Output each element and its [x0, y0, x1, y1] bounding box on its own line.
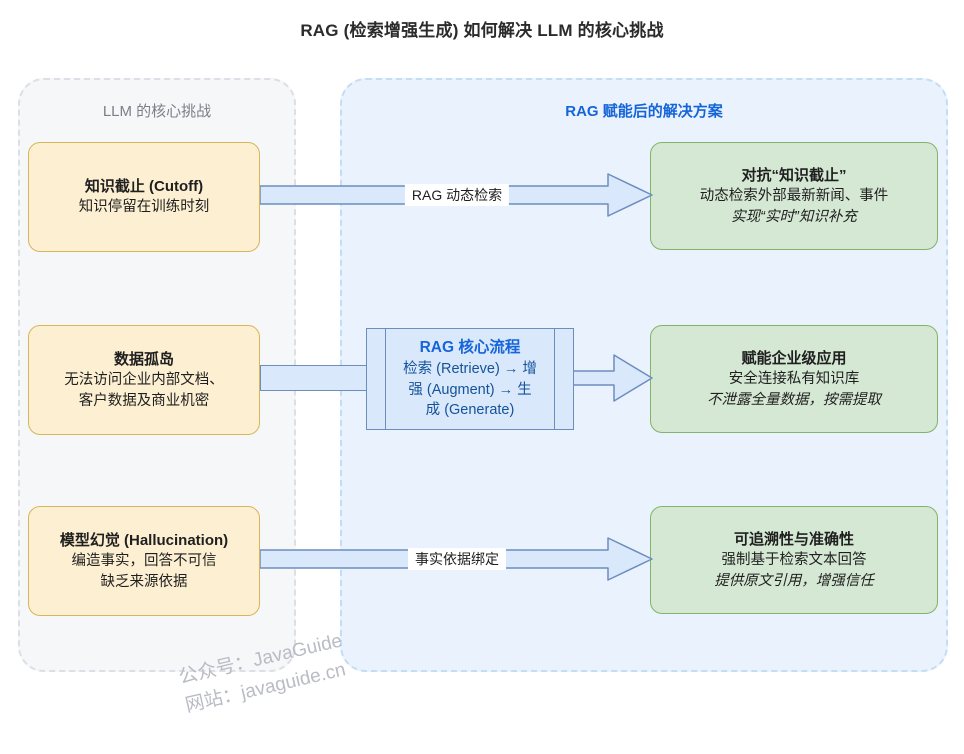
challenge-silo-line2: 无法访问企业内部文档、 [64, 372, 224, 389]
solution-anti-cutoff-line3: 实现“实时”知识补充 [731, 208, 857, 225]
solution-anti-cutoff-title: 对抗“知识截止” [741, 166, 847, 184]
solution-node-enterprise-apps[interactable]: 赋能企业级应用 安全连接私有知识库 不泄露全量数据，按需提取 [650, 325, 938, 433]
challenge-node-data-silo[interactable]: 数据孤岛 无法访问企业内部文档、 客户数据及商业机密 [28, 325, 260, 435]
solution-enterprise-line2: 安全连接私有知识库 [728, 371, 860, 388]
core-process-title: RAG 核心流程 [419, 339, 521, 357]
challenge-hallucination-title: 模型幻觉 (Hallucination) [59, 531, 229, 549]
solution-anti-cutoff-line2: 动态检索外部最新新闻、事件 [699, 188, 889, 205]
challenge-silo-title: 数据孤岛 [113, 350, 174, 368]
challenge-node-hallucination[interactable]: 模型幻觉 (Hallucination) 编造事实，回答不可信 缺乏来源依据 [28, 506, 260, 616]
challenge-cutoff-title: 知识截止 (Cutoff) [84, 178, 204, 196]
core-process-line4: 成 (Generate) [425, 402, 515, 419]
solution-traceability-title: 可追溯性与准确性 [733, 530, 854, 548]
core-process-line3: 强 (Augment) → 生 [408, 381, 532, 398]
connector-data-silo-to-core-process [260, 365, 368, 391]
challenge-silo-line3: 客户数据及商业机密 [78, 392, 210, 409]
solution-node-anti-cutoff[interactable]: 对抗“知识截止” 动态检索外部最新新闻、事件 实现“实时”知识补充 [650, 142, 938, 250]
solution-enterprise-line3: 不泄露全量数据，按需提取 [707, 391, 881, 408]
process-node-rag-core-pipeline[interactable]: RAG 核心流程 检索 (Retrieve) → 增 强 (Augment) →… [366, 328, 574, 430]
challenge-cutoff-line2: 知识停留在训练时刻 [78, 199, 210, 216]
arrow-cutoff-label: RAG 动态检索 [404, 184, 510, 206]
predefined-process-right-bar [554, 329, 555, 429]
panel-challenges-title: LLM 的核心挑战 [102, 103, 212, 120]
arrow-halluc-label: 事实依据绑定 [408, 548, 506, 570]
arrow-rag-dynamic-retrieval: RAG 动态检索 [260, 172, 654, 218]
page-title: RAG (检索增强生成) 如何解决 LLM 的核心挑战 [300, 21, 664, 40]
panel-solutions-title: RAG 赋能后的解决方案 [565, 103, 723, 120]
arrow-factual-grounding: 事实依据绑定 [260, 536, 654, 582]
challenge-node-knowledge-cutoff[interactable]: 知识截止 (Cutoff) 知识停留在训练时刻 [28, 142, 260, 252]
core-process-line2: 检索 (Retrieve) → 增 [403, 361, 537, 378]
solution-node-traceability[interactable]: 可追溯性与准确性 强制基于检索文本回答 提供原文引用，增强信任 [650, 506, 938, 614]
challenge-hallucination-line2: 编造事实，回答不可信 [71, 553, 217, 570]
solution-enterprise-title: 赋能企业级应用 [741, 349, 847, 367]
predefined-process-left-bar [385, 329, 386, 429]
challenge-hallucination-line3: 缺乏来源依据 [100, 573, 188, 590]
solution-traceability-line3: 提供原文引用，增强信任 [714, 572, 874, 589]
solution-traceability-line2: 强制基于检索文本回答 [721, 552, 867, 569]
arrow-core-process-to-enterprise-solution [572, 352, 654, 404]
